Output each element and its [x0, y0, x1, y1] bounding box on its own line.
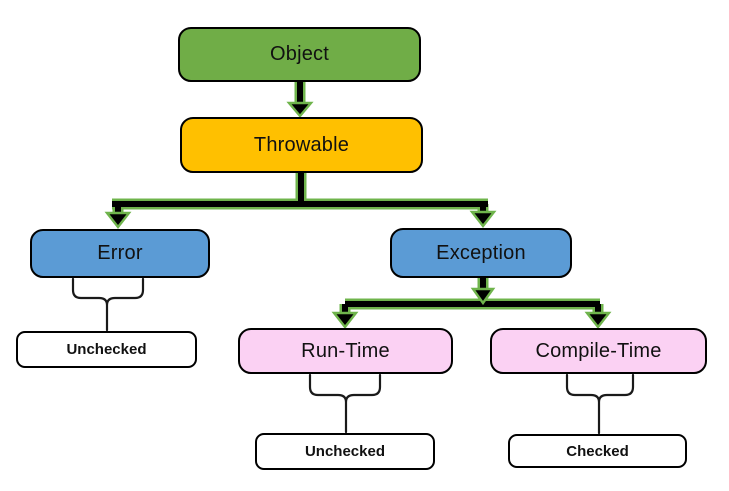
node-throwable: Throwable — [180, 117, 423, 173]
node-exception-label: Exception — [436, 241, 526, 264]
connector-throwable-children-core — [112, 173, 488, 215]
brace-run-time — [308, 373, 382, 434]
label-unchecked-error: Unchecked — [16, 331, 197, 368]
connector-exception-children-outline — [339, 277, 604, 318]
arrowhead-to-exception — [469, 210, 497, 228]
label-unchecked-run-time-text: Unchecked — [304, 443, 386, 460]
braces — [71, 277, 635, 435]
brace-error — [71, 277, 145, 332]
node-exception: Exception — [390, 228, 572, 278]
arrowhead-to-run-time — [331, 311, 359, 329]
node-run-time: Run-Time — [238, 328, 453, 374]
arrowhead-to-error — [104, 211, 132, 229]
node-error: Error — [30, 229, 210, 278]
label-checked: Checked — [508, 434, 687, 468]
arrowheads — [104, 101, 612, 329]
node-compile-time-label: Compile-Time — [535, 339, 662, 362]
node-error-label: Error — [97, 242, 143, 264]
label-checked-text: Checked — [566, 442, 629, 460]
label-unchecked-error-text: Unchecked — [66, 341, 147, 358]
node-run-time-label: Run-Time — [301, 339, 390, 362]
node-compile-time: Compile-Time — [490, 328, 707, 374]
node-throwable-label: Throwable — [253, 133, 350, 156]
arrowhead-exception-split — [470, 287, 496, 306]
brace-compile-time — [565, 373, 635, 435]
label-unchecked-run-time: Unchecked — [255, 433, 435, 470]
connector-exception-children-core — [342, 277, 601, 318]
node-object-label: Object — [269, 43, 329, 65]
node-object: Object — [178, 27, 421, 82]
arrowhead-to-compile-time — [584, 311, 612, 329]
connector-cores — [112, 82, 601, 318]
arrowhead-to-throwable — [286, 101, 314, 118]
